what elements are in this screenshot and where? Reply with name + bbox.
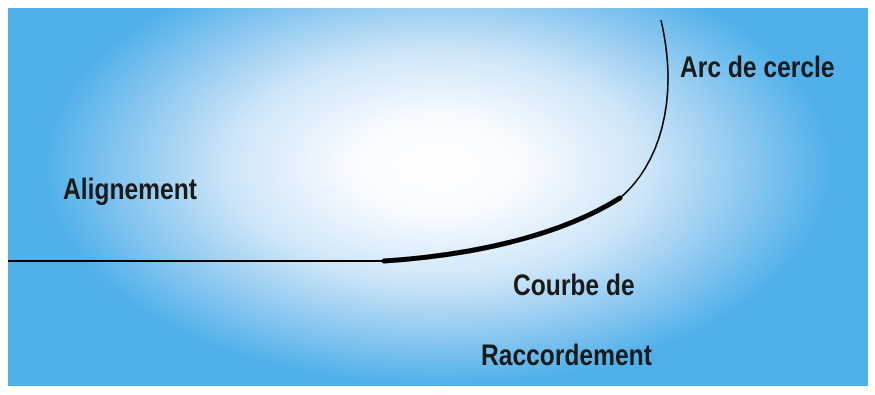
- label-arc-de-cercle: Arc de cercle: [680, 51, 835, 84]
- diagram-canvas: Alignement Arc de cercle Courbe de Racco…: [8, 8, 868, 386]
- label-raccordement: Raccordement: [481, 339, 652, 372]
- label-courbe-de: Courbe de: [513, 269, 635, 302]
- circular-arc-line: [619, 19, 669, 199]
- transition-curve-line: [381, 195, 623, 264]
- diagram-svg: [8, 19, 669, 264]
- label-alignement: Alignement: [63, 173, 197, 206]
